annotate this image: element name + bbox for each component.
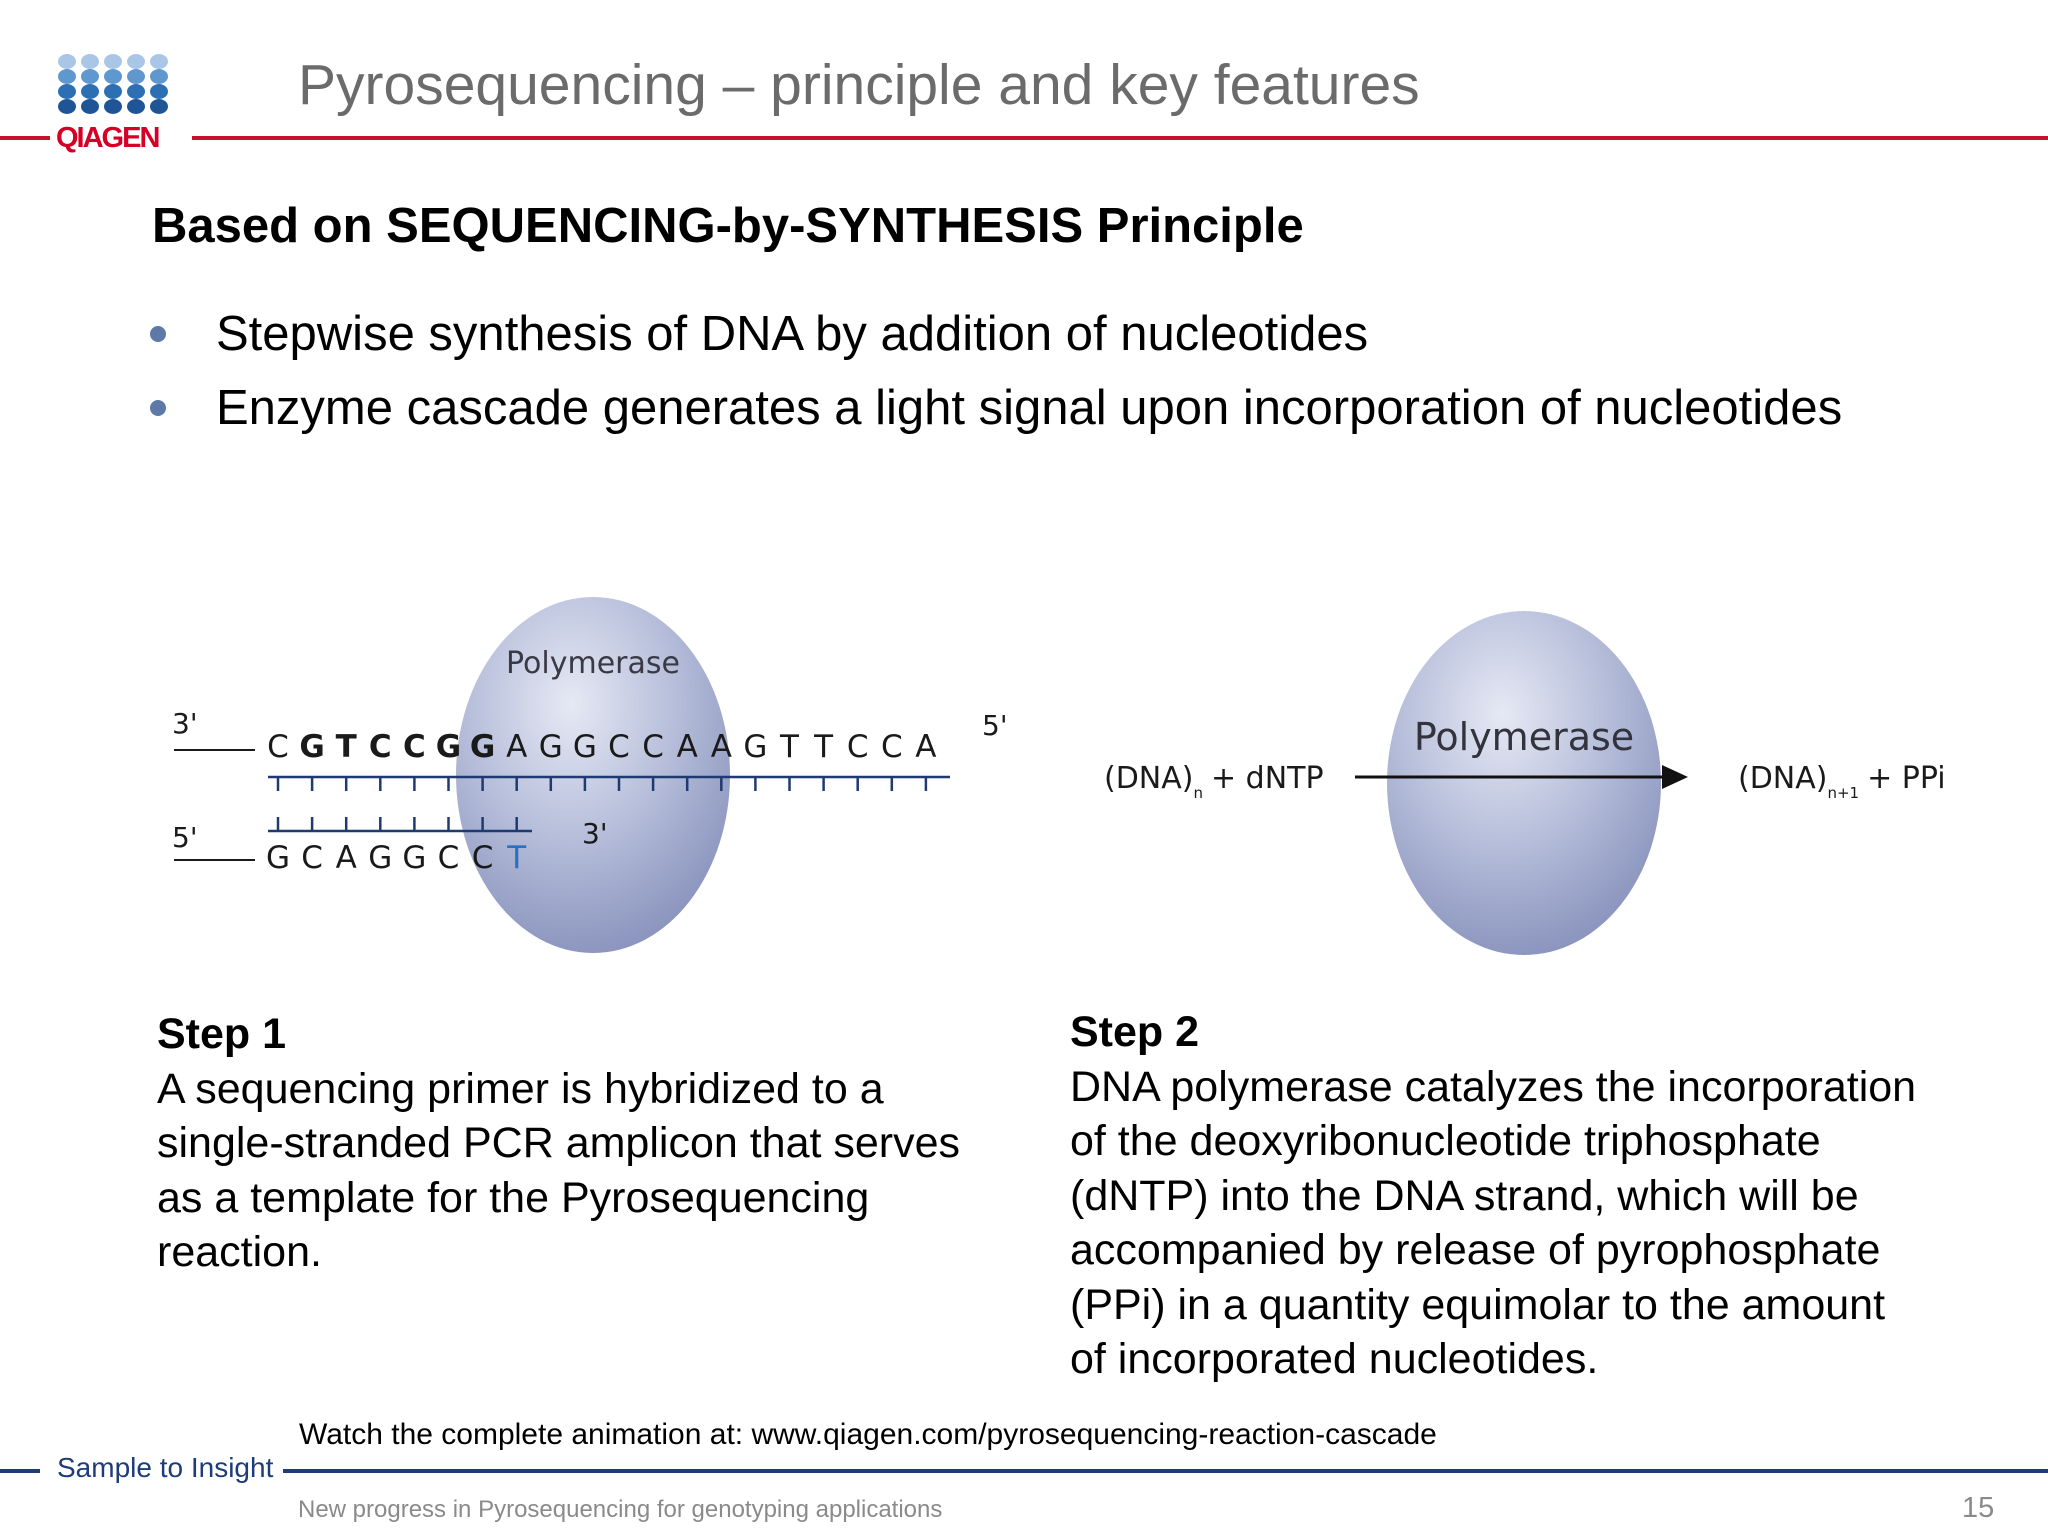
reaction-arrow-head bbox=[1662, 765, 1688, 789]
template-base: A bbox=[677, 729, 698, 765]
template-base: C bbox=[403, 729, 426, 765]
template-base: C bbox=[881, 729, 903, 765]
template-base: C bbox=[267, 729, 289, 765]
slide-subtitle: Based on SEQUENCING-by-SYNTHESIS Princip… bbox=[152, 199, 1304, 253]
logo-wordmark: QIAGEN bbox=[56, 122, 160, 154]
template-5prime-label: 5' bbox=[982, 709, 1008, 742]
template-base: G bbox=[539, 729, 563, 765]
template-3prime-label: 3' bbox=[172, 707, 198, 740]
template-base: G bbox=[299, 729, 324, 765]
footer-text: New progress in Pyrosequencing for genot… bbox=[298, 1496, 943, 1523]
step2-line: accompanied by release of pyrophosphate bbox=[1070, 1226, 1881, 1274]
template-base: G bbox=[436, 729, 461, 765]
step2-heading: Step 2 bbox=[1070, 1008, 1200, 1056]
logo-dot bbox=[104, 54, 122, 69]
header-rule-left bbox=[0, 136, 50, 140]
page-number: 15 bbox=[1962, 1492, 1995, 1524]
polymerase-enzyme bbox=[456, 597, 730, 953]
step2-line: (PPi) in a quantity equimolar to the amo… bbox=[1070, 1280, 1886, 1329]
step1-line: A sequencing primer is hybridized to a bbox=[157, 1064, 884, 1113]
logo-dot bbox=[150, 84, 168, 99]
primer-base: G bbox=[266, 840, 290, 876]
template-base: C bbox=[608, 729, 630, 765]
logo-dot bbox=[150, 99, 168, 114]
logo-dot bbox=[127, 54, 145, 69]
header-rule bbox=[192, 136, 2048, 140]
primer-base: A bbox=[336, 840, 357, 876]
step1-line: reaction. bbox=[157, 1228, 322, 1276]
template-base: C bbox=[847, 729, 869, 765]
logo-dot bbox=[127, 84, 145, 99]
step1-line: as a template for the Pyrosequencing bbox=[157, 1173, 870, 1222]
template-base: A bbox=[711, 729, 732, 765]
template-base: G bbox=[470, 729, 495, 765]
slide-title: Pyrosequencing – principle and key featu… bbox=[298, 53, 1420, 117]
template-base: C bbox=[642, 729, 664, 765]
bullet-dot bbox=[150, 400, 166, 416]
logo-dot bbox=[104, 99, 122, 114]
product-dna: (DNA)n+1+ PPi bbox=[1738, 761, 1946, 802]
template-base: A bbox=[506, 729, 527, 765]
step2-line: of the deoxyribonucleotide triphosphate bbox=[1070, 1117, 1821, 1165]
logo-dot bbox=[150, 69, 168, 84]
primer-base: C bbox=[472, 840, 494, 876]
logo-dot bbox=[58, 84, 76, 99]
brand-tagline: Sample to Insight bbox=[57, 1452, 274, 1483]
template-base: A bbox=[915, 729, 936, 765]
template-bond-ticks bbox=[276, 777, 928, 791]
logo-dot bbox=[81, 84, 99, 99]
footer-rule-left bbox=[0, 1469, 40, 1473]
template-base: T bbox=[813, 729, 834, 765]
primer-5prime-label: 5' bbox=[172, 821, 198, 854]
step1-heading: Step 1 bbox=[157, 1010, 287, 1058]
logo-dot bbox=[58, 99, 76, 114]
polymerase-reaction-diagram: Polymerase (DNA)n+ dNTP (DNA)n+1+ PPi bbox=[1104, 611, 1946, 955]
footer-rule bbox=[283, 1469, 2048, 1473]
logo-dot bbox=[150, 54, 168, 69]
primer-base: G bbox=[402, 840, 426, 876]
template-base: T bbox=[336, 729, 357, 765]
logo-dot bbox=[127, 69, 145, 84]
logo-dot bbox=[127, 99, 145, 114]
bullet-text: Enzyme cascade generates a light signal … bbox=[216, 381, 1843, 435]
logo-dot bbox=[81, 99, 99, 114]
logo-dot bbox=[81, 69, 99, 84]
step1-block: Step 1 A sequencing primer is hybridized… bbox=[157, 1007, 1057, 1280]
polymerase-label: Polymerase bbox=[1414, 715, 1634, 759]
primer-3prime-label: 3' bbox=[582, 817, 608, 850]
bullet-text: Stepwise synthesis of DNA by addition of… bbox=[216, 307, 1369, 361]
template-base: C bbox=[369, 729, 392, 765]
step2-line: DNA polymerase catalyzes the incorporati… bbox=[1070, 1062, 1917, 1111]
step2-block: Step 2 DNA polymerase catalyzes the inco… bbox=[1070, 1005, 1970, 1387]
primer-base: T bbox=[506, 840, 527, 876]
step2-line: of incorporated nucleotides. bbox=[1070, 1335, 1599, 1383]
polymerase-label: Polymerase bbox=[506, 646, 680, 681]
logo-dot bbox=[104, 84, 122, 99]
logo-dot bbox=[81, 54, 99, 69]
logo-dot bbox=[58, 69, 76, 84]
primer-base: C bbox=[301, 840, 323, 876]
primer-base: C bbox=[438, 840, 460, 876]
qiagen-logo: QIAGEN bbox=[54, 54, 180, 154]
template-base: T bbox=[779, 729, 800, 765]
animation-link-text[interactable]: Watch the complete animation at: www.qia… bbox=[299, 1418, 1437, 1451]
primer-bond-ticks bbox=[276, 817, 518, 831]
primer-base: G bbox=[368, 840, 392, 876]
polymerase-enzyme bbox=[1387, 611, 1661, 955]
template-base: G bbox=[573, 729, 597, 765]
step1-line: single-stranded PCR amplicon that serves bbox=[157, 1119, 961, 1167]
step2-line: (dNTP) into the DNA strand, which will b… bbox=[1070, 1171, 1859, 1220]
logo-dot bbox=[104, 69, 122, 84]
template-base: G bbox=[743, 729, 767, 765]
reactant-dna: (DNA)n+ dNTP bbox=[1104, 761, 1324, 802]
bullet-dot bbox=[150, 326, 166, 342]
logo-dot bbox=[58, 54, 76, 69]
